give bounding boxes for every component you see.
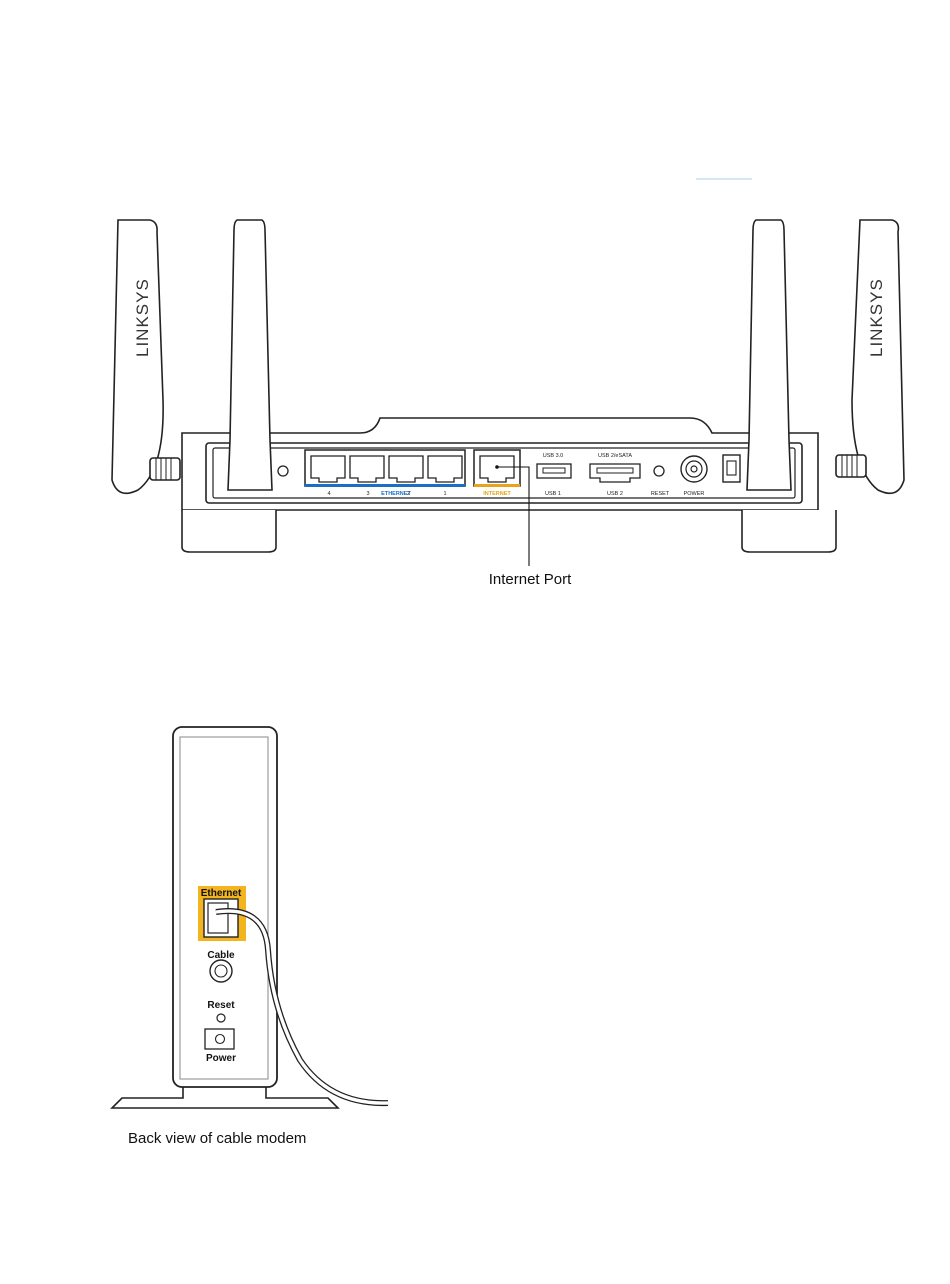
- router-wps-button: [278, 466, 288, 476]
- router-foot-right: [742, 510, 836, 552]
- ethernet-port-4-label: 4: [327, 491, 330, 497]
- modem-cable-label: Cable: [207, 950, 235, 961]
- router-foot-left: [182, 510, 276, 552]
- ethernet-port-2-label: 2: [407, 491, 410, 497]
- usb1-label: USB 1: [545, 491, 561, 497]
- power-label: POWER: [684, 491, 705, 497]
- router-reset-button: [654, 466, 664, 476]
- usb3-label: USB 3.0: [543, 453, 563, 459]
- modem-ethernet-label: Ethernet: [201, 888, 242, 899]
- reset-label: RESET: [651, 491, 670, 497]
- modem-reset-label: Reset: [207, 1000, 235, 1011]
- router-connector-right: [836, 455, 866, 477]
- modem-illustration: [112, 727, 388, 1108]
- modem-reset-button: [217, 1014, 225, 1022]
- router-brand-right: LINKSYS: [867, 278, 886, 357]
- usb2-label: USB 2: [607, 491, 623, 497]
- internet-port-callout: Internet Port: [489, 571, 572, 588]
- router-ethernet-accent: [305, 484, 465, 487]
- modem-stand: [112, 1087, 338, 1108]
- router-illustration: [112, 220, 904, 566]
- ethernet-port-3-label: 3: [366, 491, 369, 497]
- router-brand-left: LINKSYS: [133, 278, 152, 357]
- router-connector-left: [150, 458, 180, 480]
- router-internet-accent: [474, 484, 520, 487]
- router-antenna-inner-left: [228, 220, 272, 490]
- router-antenna-inner-right: [747, 220, 791, 490]
- modem-caption: Back view of cable modem: [128, 1130, 306, 1147]
- modem-power-label: Power: [206, 1053, 236, 1064]
- usb-esata-label: USB 2/eSATA: [598, 453, 632, 459]
- ethernet-port-1-label: 1: [443, 491, 446, 497]
- internet-label: INTERNET: [483, 491, 511, 497]
